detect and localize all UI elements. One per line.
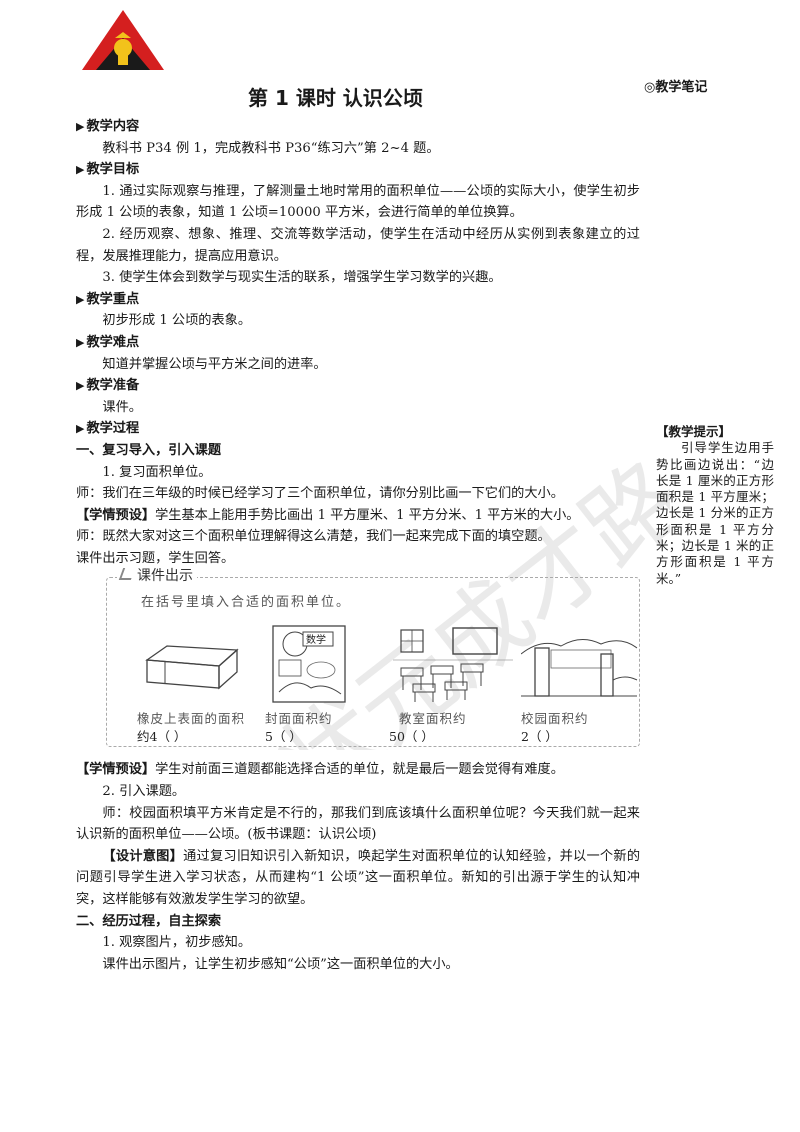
exercise-label: 教室面积约 [399, 711, 467, 727]
exercise-instruction: 在括号里填入合适的面积单位。 [141, 595, 352, 611]
goal-1: 1. 通过实际观察与推理，了解测量土地时常用的面积单位——公顷的实际大小，使学生… [76, 183, 640, 221]
exercise-item-classroom: 教室面积约 50（ ） [389, 624, 519, 744]
exercise-box: 课件出示 在括号里填入合适的面积单位。 橡皮上表面的面积 约4（ ） 数学 [106, 566, 640, 748]
teacher-line-3: 师：校园面积填平方米肯定是不行的，那我们到底该填什么面积单位呢？今天我们就一起来… [76, 805, 640, 843]
part2-heading: 二、经历过程，自主探索 [76, 913, 222, 929]
publisher-logo [82, 10, 164, 70]
campus-gate-image [521, 639, 638, 698]
exercise-item-book: 数学 封面面积约 5（ ） [265, 624, 391, 744]
teacher-line-1: 师：我们在三年级的时候已经学习了三个面积单位，请你分别比画一下它们的大小。 [76, 486, 564, 502]
design-intent: 【设计意图】通过复习旧知识引入新知识，唤起学生对面积单位的认知经验，并以一个新的… [76, 848, 641, 908]
exercise-label: 封面面积约 [265, 711, 333, 727]
part2-step1: 1. 观察图片，初步感知。 [102, 935, 252, 951]
goal-3: 3. 使学生体会到数学与现实生活的联系，增强学生学习数学的兴趣。 [102, 270, 502, 286]
section-heading-difficulty: ▶教学难点 [76, 334, 140, 350]
main-content: ▶教学内容 教科书 P34 例 1，完成教科书 P36“练习六”第 2~4 题。… [76, 116, 640, 975]
part1-step2: 2. 引入课题。 [102, 784, 186, 800]
section-heading-preparation: ▶教学准备 [76, 378, 140, 394]
section-heading-key: ▶教学重点 [76, 291, 140, 307]
eraser-image [145, 645, 239, 690]
exercise-header: 课件出示 [117, 566, 197, 589]
difficulty-text: 知道并掌握公顷与平方米之间的进率。 [102, 356, 327, 372]
book-cover-image: 数学 [272, 625, 346, 704]
exercise-answer: 约4（ ） [137, 729, 187, 745]
courseware-line: 课件出示习题，学生回答。 [76, 550, 235, 566]
fold-icon [118, 568, 136, 581]
part1-step1: 1. 复习面积单位。 [102, 464, 212, 480]
goal-2: 2. 经历观察、想象、推理、交流等数学活动，使学生在活动中经历从实例到表象建立的… [76, 226, 640, 264]
exercise-answer: 5（ ） [265, 729, 302, 745]
exercise-label: 橡皮上表面的面积 [137, 711, 246, 727]
teaching-tip-title: 【教学提示】 [656, 424, 732, 439]
page-title: 第 1 课时 认识公顷 [248, 86, 423, 110]
part2-text: 课件出示图片，让学生初步感知“公顷”这一面积单位的大小。 [102, 956, 459, 972]
key-text: 初步形成 1 公顷的表象。 [102, 313, 252, 329]
teacher-line-2: 师：既然大家对这三个面积单位理解得这么清楚，我们一起来完成下面的填空题。 [76, 529, 551, 545]
section-heading-goals: ▶教学目标 [76, 162, 140, 178]
teaching-notes-label: ◎教学笔记 [644, 80, 708, 95]
classroom-image [393, 627, 513, 703]
teaching-tip-body: 引导学生边用手势比画边说出：“边长是 1 厘米的正方形面积是 1 平方厘米；边长… [656, 440, 774, 586]
part1-heading: 一、复习导入，引入课题 [76, 442, 222, 458]
exercise-answer: 50（ ） [389, 729, 434, 745]
preset-1: 【学情预设】学生基本上能用手势比画出 1 平方厘米、1 平方分米、1 平方米的大… [76, 507, 580, 523]
preparation-text: 课件。 [102, 399, 142, 415]
exercise-item-eraser: 橡皮上表面的面积 约4（ ） [137, 624, 263, 744]
section-heading-process: ▶教学过程 [76, 421, 140, 437]
book-word: 数学 [306, 633, 326, 646]
teaching-tip-sidebar: 【教学提示】 引导学生边用手势比画边说出：“边长是 1 厘米的正方形面积是 1 … [656, 424, 774, 587]
content-text: 教科书 P34 例 1，完成教科书 P36“练习六”第 2~4 题。 [102, 140, 440, 156]
exercise-label: 校园面积约 [521, 711, 589, 727]
exercise-item-campus: 校园面积约 2（ ） [521, 624, 647, 744]
section-heading-content: ▶教学内容 [76, 119, 140, 134]
exercise-answer: 2（ ） [521, 729, 558, 745]
preset-2: 【学情预设】学生对前面三道题都能选择合适的单位，就是最后一题会觉得有难度。 [76, 762, 564, 778]
